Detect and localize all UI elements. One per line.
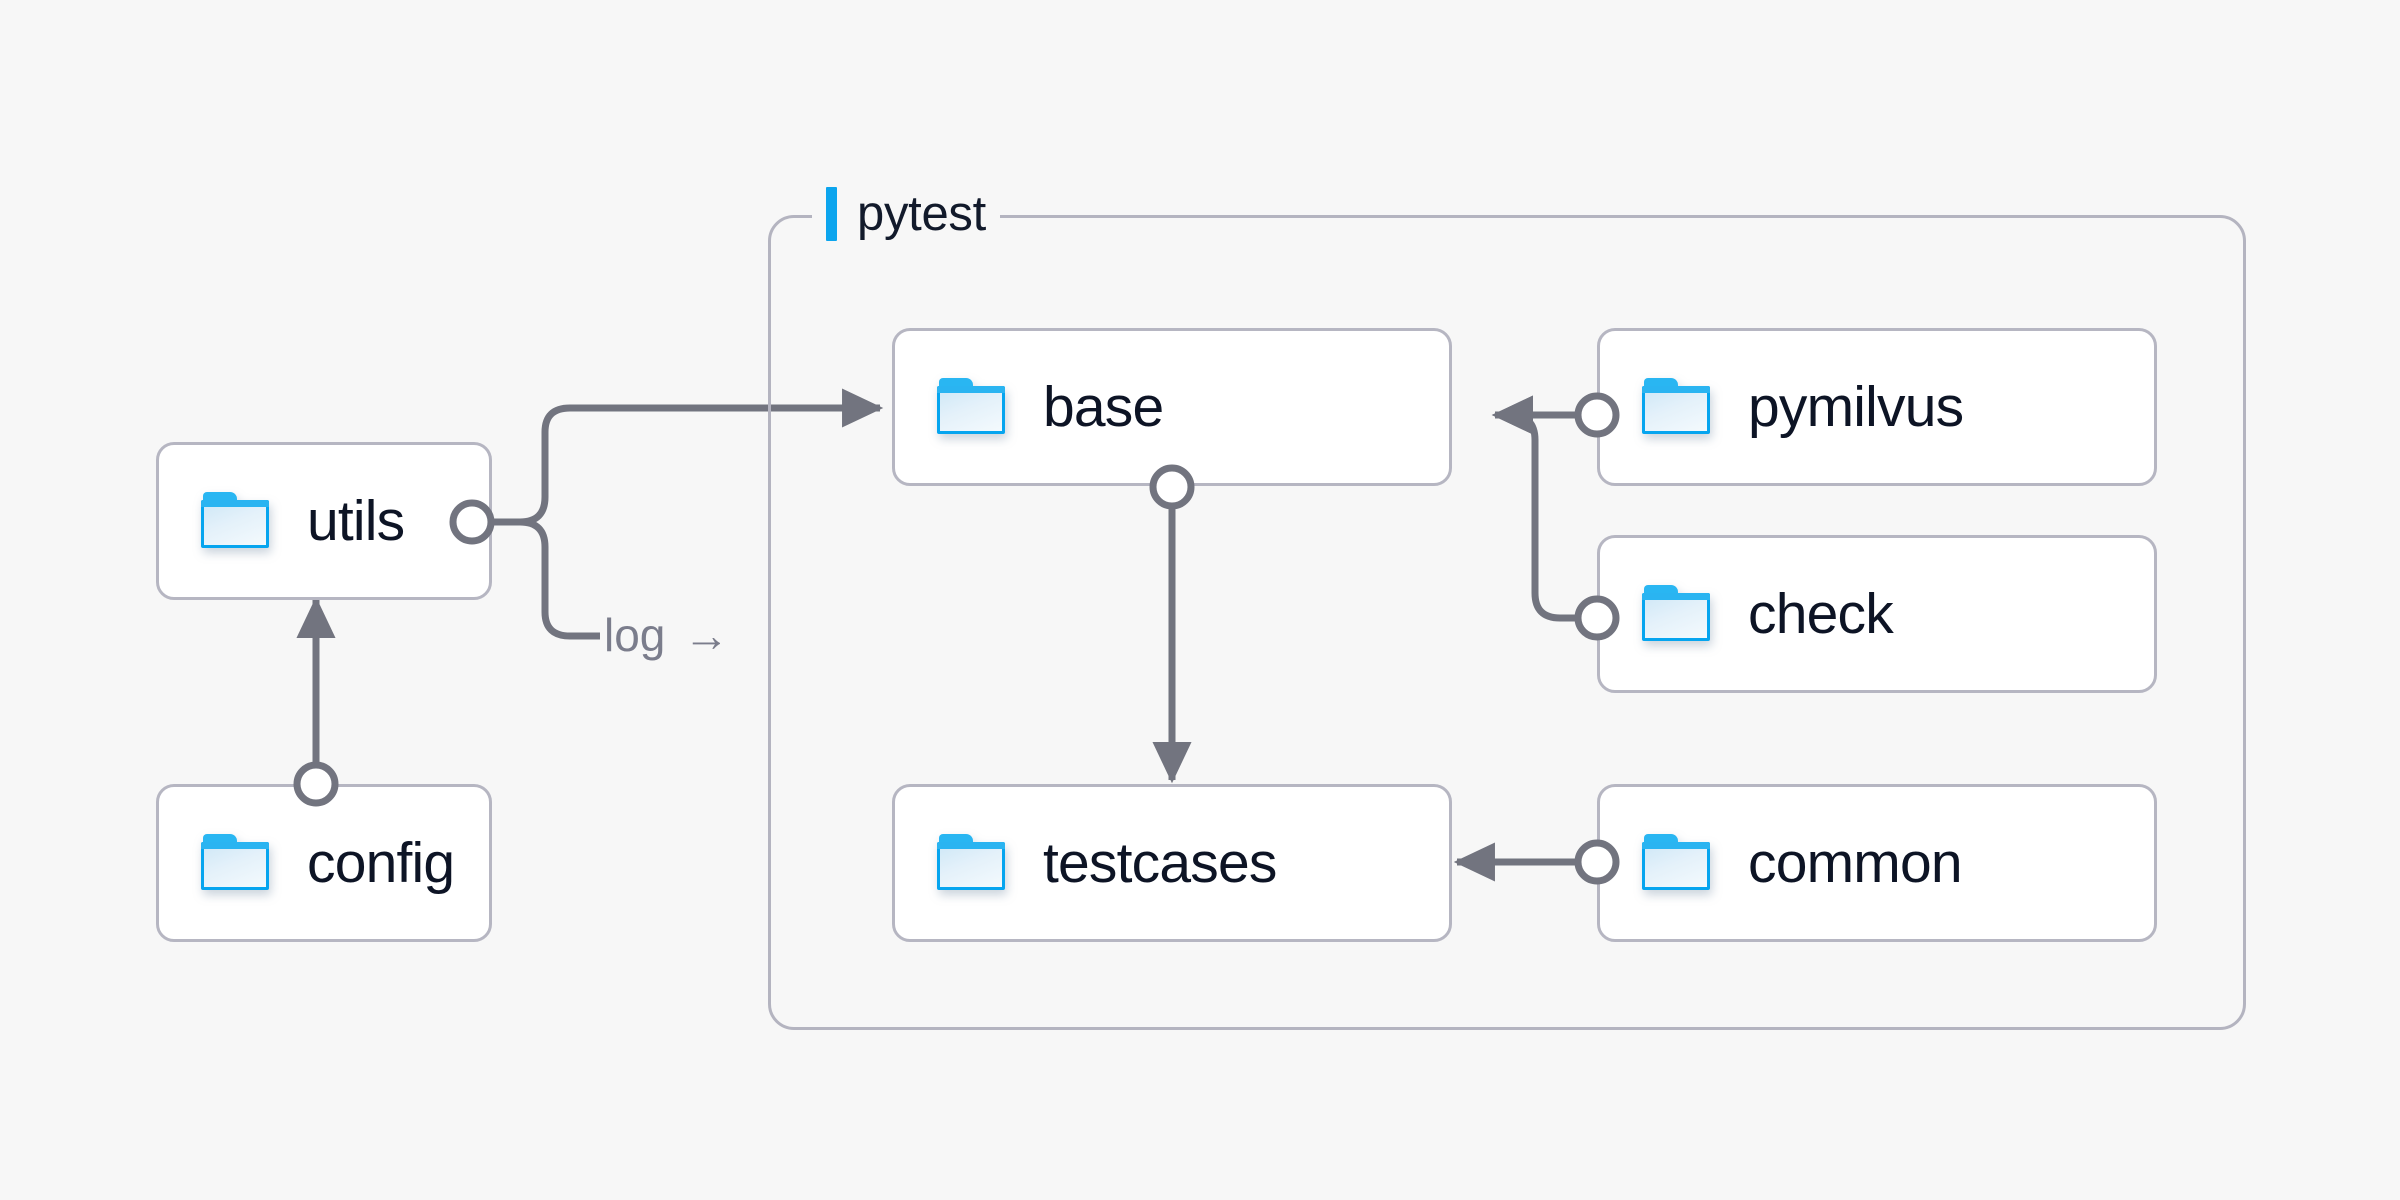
node-utils[interactable]: utils [156, 442, 492, 600]
folder-icon [201, 492, 271, 550]
folder-icon [1642, 585, 1712, 643]
group-accent-bar [826, 187, 837, 241]
edge-label-log-arrow-icon: → [683, 609, 730, 661]
node-label-common: common [1748, 830, 1963, 895]
node-label-testcases: testcases [1043, 830, 1277, 895]
node-common[interactable]: common [1597, 784, 2157, 942]
node-testcases[interactable]: testcases [892, 784, 1452, 942]
node-check[interactable]: check [1597, 535, 2157, 693]
group-label-pytest: pytest [812, 185, 1000, 243]
node-config[interactable]: config [156, 784, 492, 942]
node-label-utils: utils [307, 488, 405, 553]
folder-icon [937, 378, 1007, 436]
folder-icon [201, 834, 271, 892]
node-label-check: check [1748, 581, 1894, 646]
node-label-base: base [1043, 374, 1164, 439]
edge-label-log: log → [604, 612, 729, 658]
edge-utils-log [492, 518, 600, 640]
node-base[interactable]: base [892, 328, 1452, 486]
folder-icon [937, 834, 1007, 892]
folder-icon [1642, 378, 1712, 436]
node-label-config: config [307, 830, 455, 895]
folder-icon [1642, 834, 1712, 892]
node-pymilvus[interactable]: pymilvus [1597, 328, 2157, 486]
node-label-pymilvus: pymilvus [1748, 374, 1964, 439]
group-container-pytest[interactable] [768, 215, 2246, 1030]
group-title: pytest [857, 187, 986, 241]
edge-label-log-text: log [604, 609, 666, 661]
